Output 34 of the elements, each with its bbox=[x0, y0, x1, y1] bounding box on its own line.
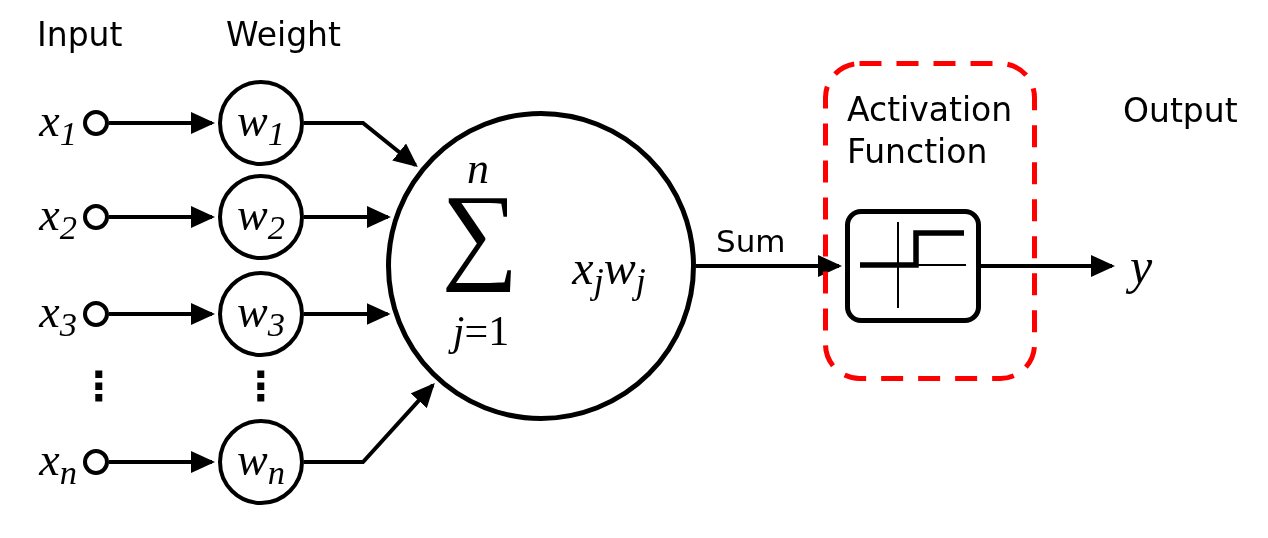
input-variable: x$_{3}$ bbox=[39, 285, 77, 340]
input-terminal bbox=[83, 204, 109, 230]
column-heading: Input bbox=[37, 18, 123, 51]
input-terminal bbox=[83, 449, 109, 475]
activation-function-box bbox=[845, 209, 981, 323]
input-variable: x$_{1}$ bbox=[39, 94, 77, 149]
summation-sign: ∑ bbox=[441, 195, 519, 295]
input-variable: x$_{n}$ bbox=[39, 433, 77, 488]
weight-symbol: w$_{3}$ bbox=[237, 285, 285, 340]
weight-symbol: w$_{1}$ bbox=[237, 94, 285, 149]
column-heading: Output bbox=[1123, 94, 1238, 127]
dashed-region bbox=[823, 61, 1037, 381]
arrow bbox=[981, 255, 1115, 277]
weight-symbol: w$_{2}$ bbox=[237, 188, 285, 243]
weight-symbol: w$_{n}$ bbox=[237, 433, 285, 488]
arrow bbox=[304, 303, 391, 325]
column-heading: Weight bbox=[226, 18, 341, 51]
region-heading: Activation Function bbox=[847, 89, 1014, 173]
input-terminal bbox=[83, 301, 109, 327]
input-variable: x$_{2}$ bbox=[39, 188, 77, 243]
upper-limit: n bbox=[467, 147, 489, 191]
arrow bbox=[696, 255, 842, 277]
arrow bbox=[109, 206, 215, 228]
vertical-ellipsis: ⋮ bbox=[79, 366, 119, 406]
arrow bbox=[109, 303, 215, 325]
arrow bbox=[304, 383, 435, 464]
arrow bbox=[304, 206, 391, 228]
output-variable: y bbox=[1118, 240, 1164, 292]
arrow bbox=[304, 121, 418, 168]
arrow bbox=[109, 112, 215, 134]
input-terminal bbox=[83, 110, 109, 136]
arrow bbox=[109, 451, 215, 473]
summand: x$_{j}$w$_{j}$ bbox=[572, 240, 646, 303]
vertical-ellipsis: ⋮ bbox=[241, 366, 281, 406]
